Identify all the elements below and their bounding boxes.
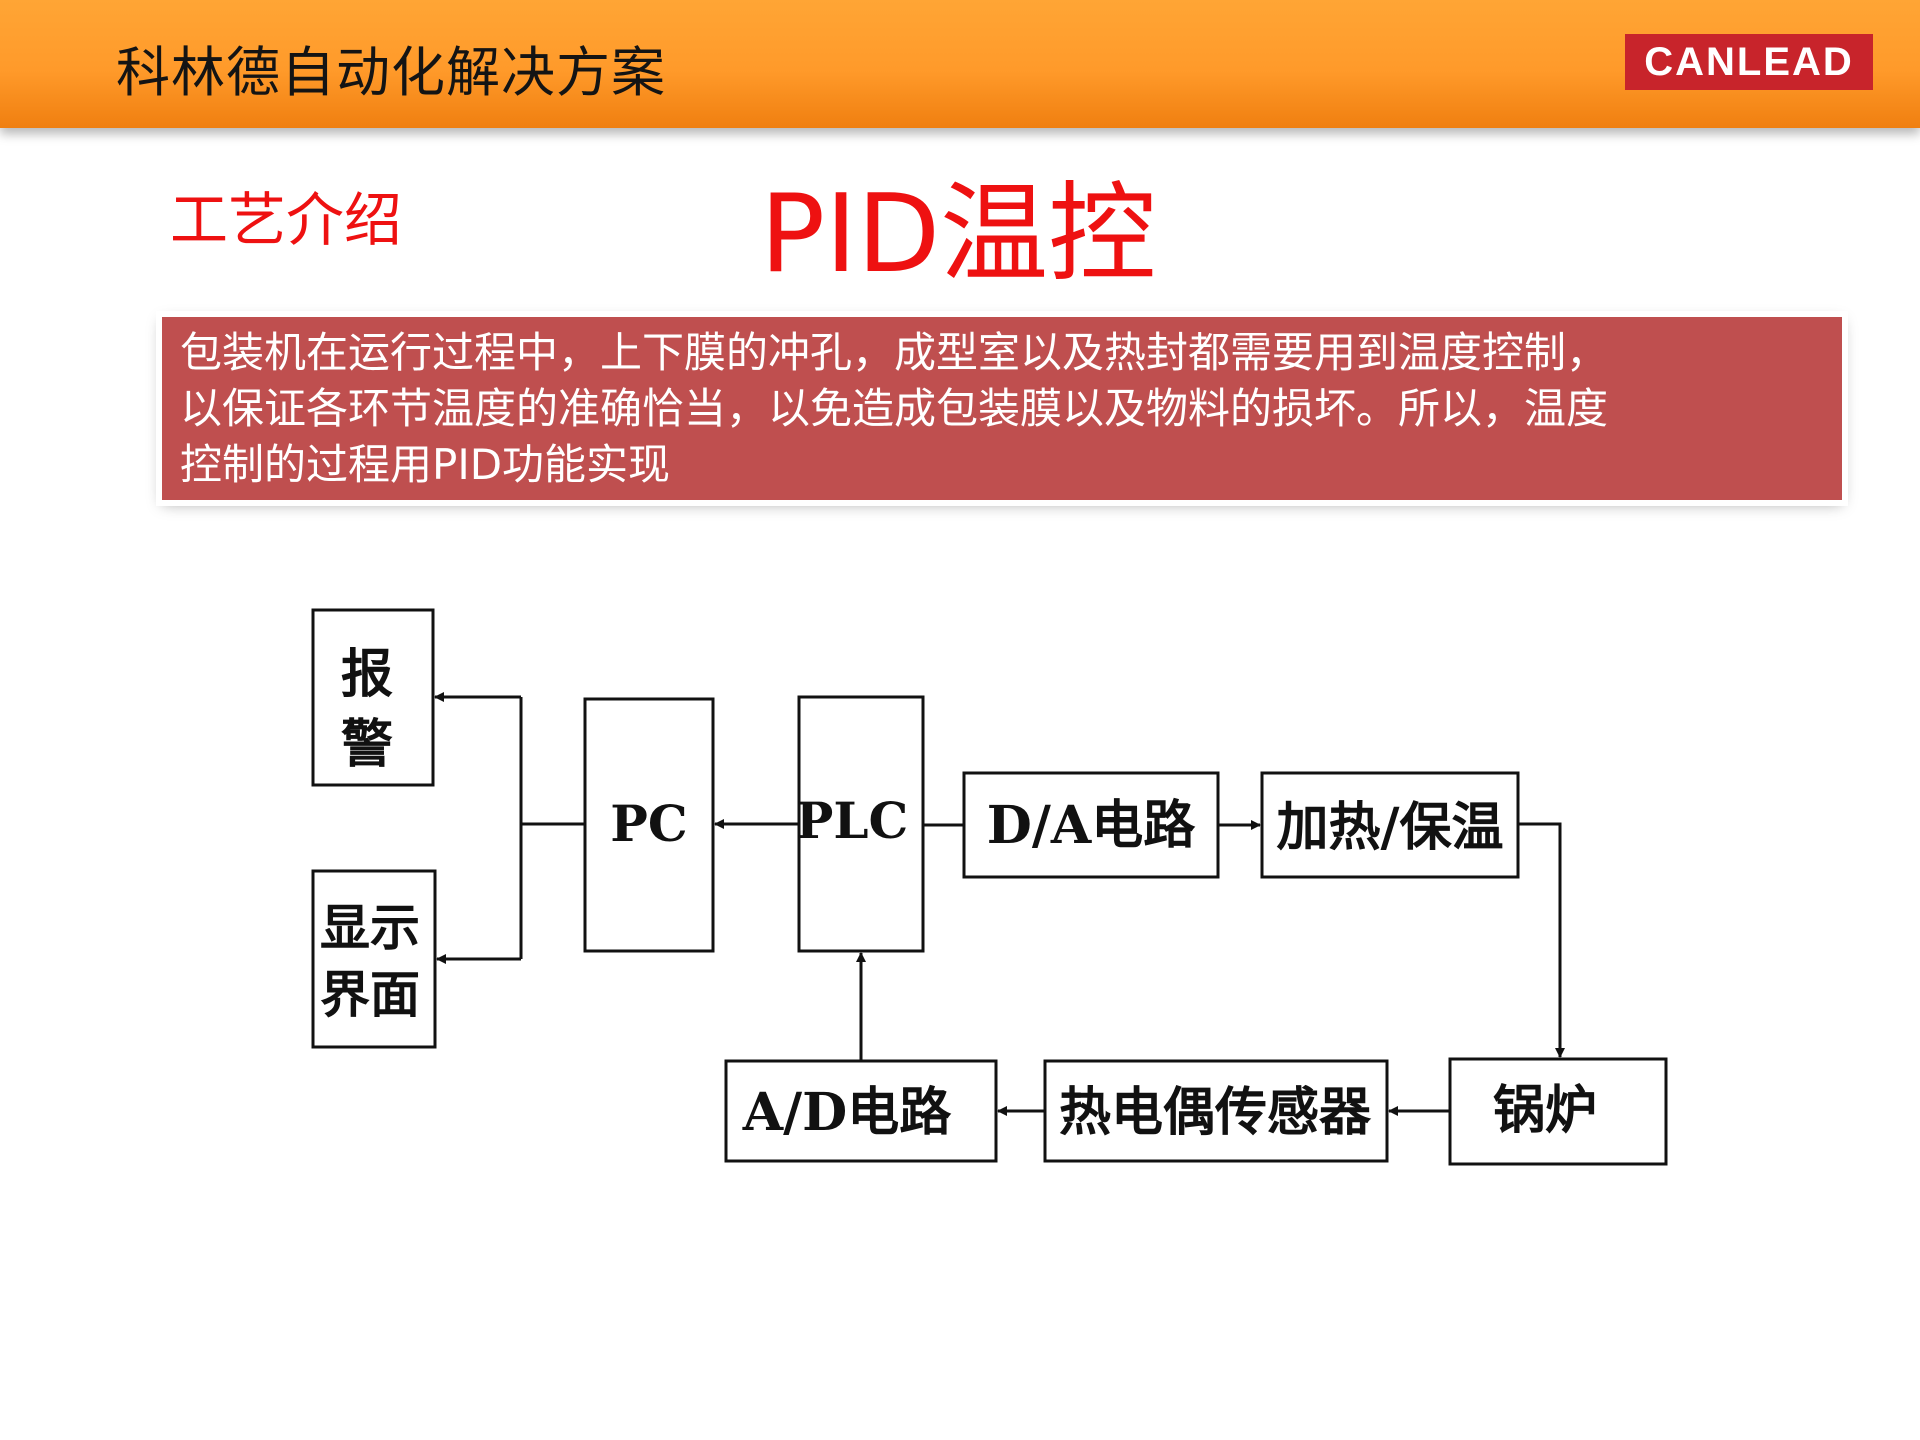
node-plc: PLC <box>796 695 925 953</box>
company-title: 科林德自动化解决方案 <box>116 41 666 104</box>
node-plc-label: PLC <box>796 791 909 850</box>
description-box: 包装机在运行过程中，上下膜的冲孔，成型室以及热封都需要用到温度控制， 以保证各环… <box>162 317 1842 500</box>
node-heating-label: 加热/保温 <box>1277 797 1504 858</box>
node-da-circuit: D/A电路 <box>962 771 1220 879</box>
node-thermocouple: 热电偶传感器 <box>1043 1059 1389 1163</box>
node-alarm-line2: 警 <box>341 714 393 775</box>
section-label: 工艺介绍 <box>170 186 403 254</box>
node-alarm: 报 警 <box>311 608 435 787</box>
node-heating: 加热/保温 <box>1260 771 1520 879</box>
node-display-line1: 显示 <box>320 898 420 957</box>
description-text: 包装机在运行过程中，上下膜的冲孔，成型室以及热封都需要用到温度控制， 以保证各环… <box>180 328 1609 489</box>
node-boiler: 锅炉 <box>1448 1057 1668 1166</box>
header-bar: 科林德自动化解决方案 CANLEAD <box>0 0 1920 128</box>
edge-heating-to-boiler <box>1518 822 1565 1058</box>
slide-title: PID温控 <box>760 172 1157 297</box>
node-thermocouple-label: 热电偶传感器 <box>1059 1082 1372 1143</box>
node-pc-label: PC <box>610 794 687 853</box>
node-alarm-line1: 报 <box>341 644 393 705</box>
node-da-circuit-label: D/A电路 <box>987 795 1196 856</box>
canlead-logo: CANLEAD <box>1625 34 1873 90</box>
node-ad-circuit-label: A/D电路 <box>742 1082 952 1143</box>
node-ad-circuit: A/D电路 <box>724 1059 998 1163</box>
node-boiler-label: 锅炉 <box>1493 1080 1597 1141</box>
node-pc: PC <box>583 697 715 953</box>
node-display: 显示 界面 <box>311 869 437 1049</box>
node-display-line2: 界面 <box>320 965 420 1024</box>
